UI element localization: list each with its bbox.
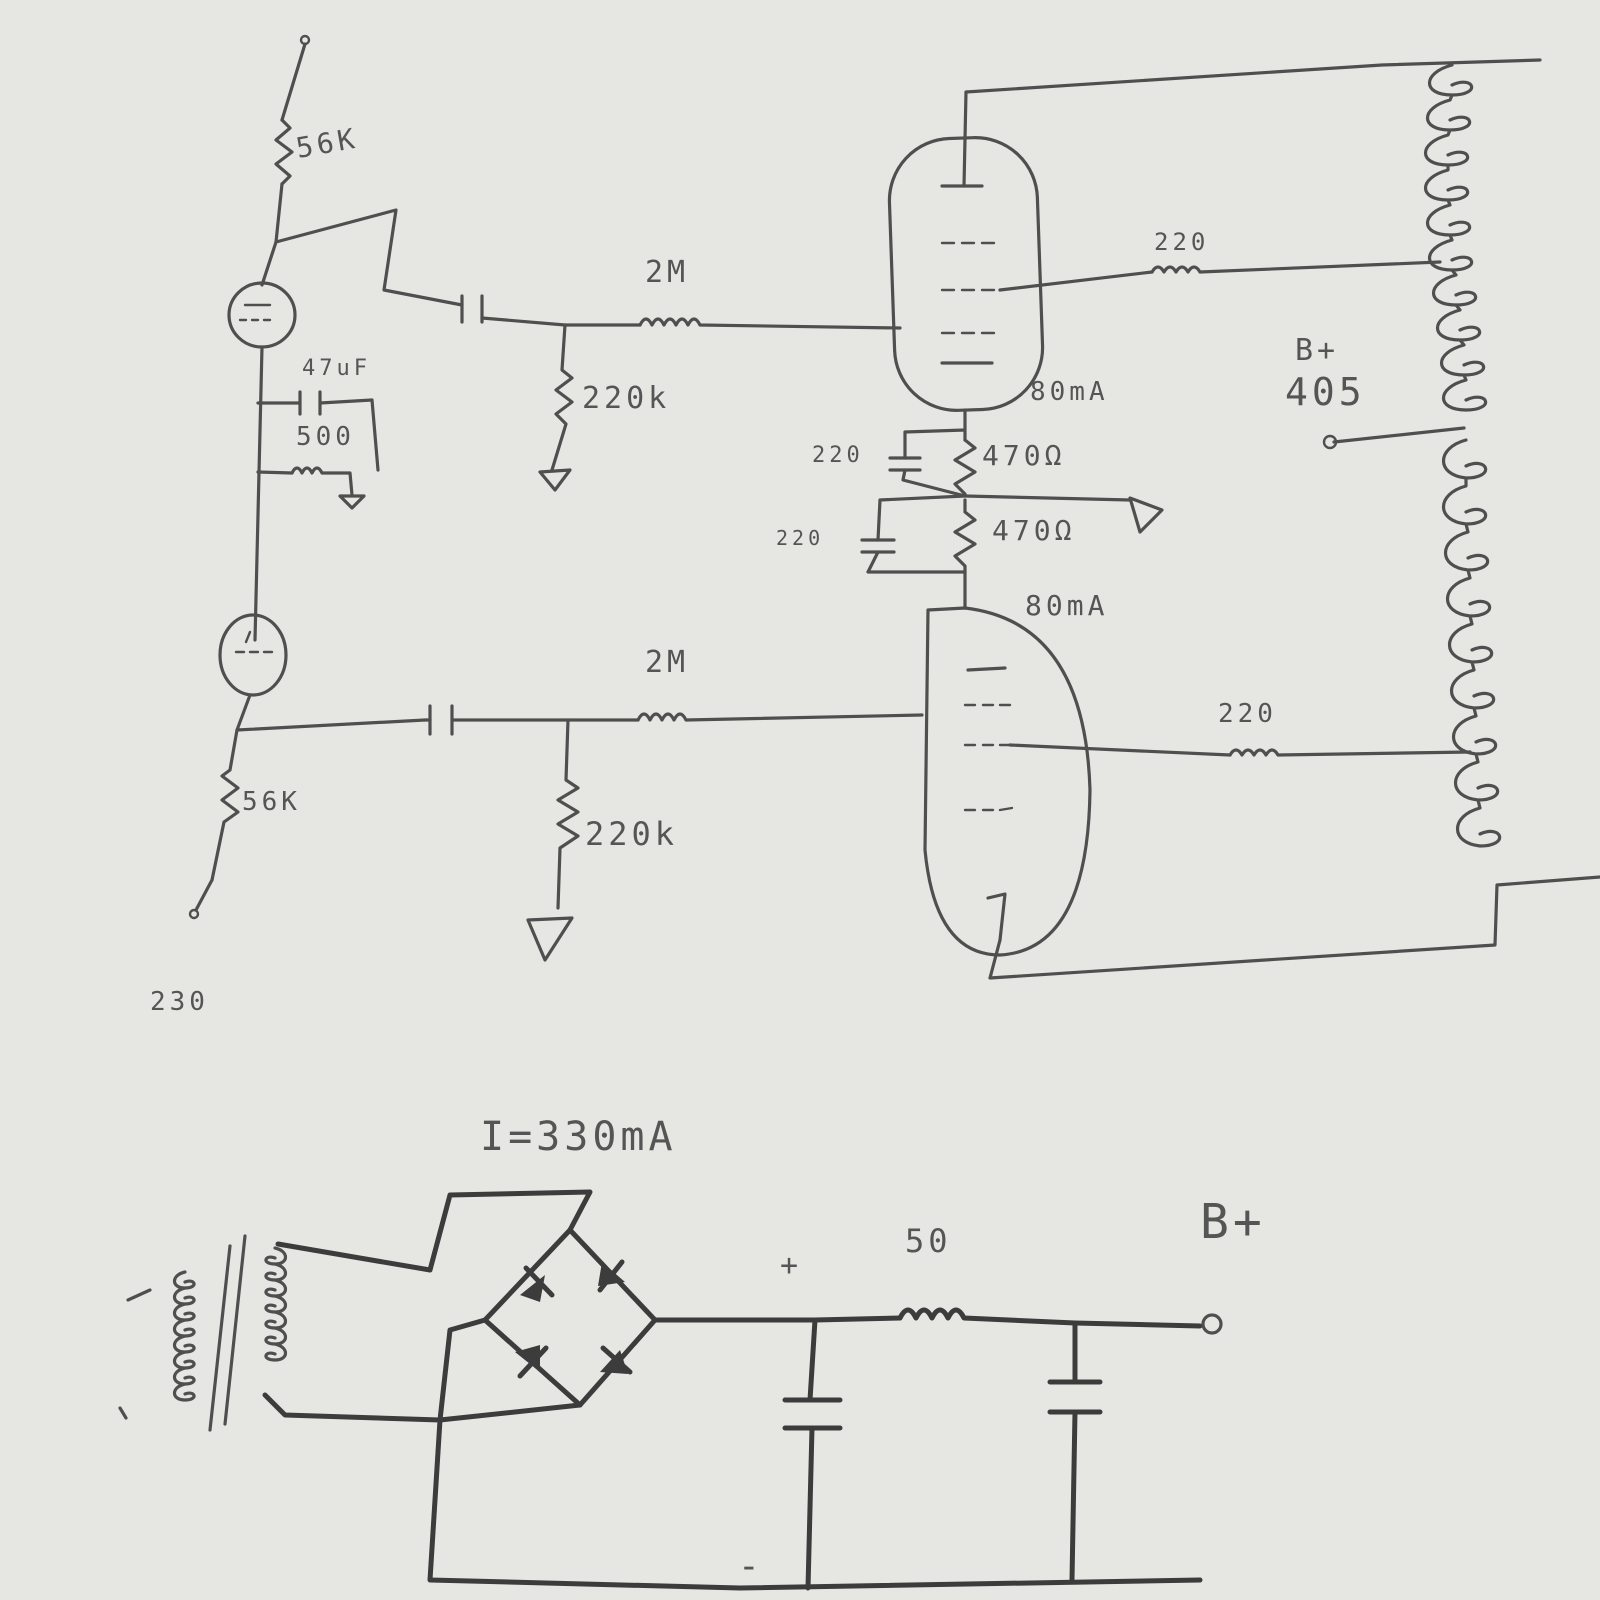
wire-cathode-bypass-b: [866, 494, 967, 574]
resistor-screen-220-top: [1150, 260, 1442, 274]
label-cap-47: 47uF: [302, 356, 371, 381]
capacitor-47uf: [298, 390, 322, 416]
label-r-470-a: 470Ω: [982, 439, 1065, 472]
label-r-220k-bottom: 220k: [585, 815, 678, 853]
capacitor-220-b: [860, 538, 896, 554]
wire-lower-tube-out: [235, 693, 427, 732]
wire-cathode-to-grid: [253, 345, 264, 642]
label-r-470-b: 470Ω: [992, 514, 1075, 547]
label-volt-405: 405: [1285, 370, 1366, 414]
wire-cathode-bypass: [256, 398, 380, 472]
output-tube-upper: [887, 136, 1045, 412]
wire-plate-to-transformer: [962, 58, 1542, 188]
label-r-220k-top: 220k: [582, 381, 670, 416]
input-terminal-top: [280, 34, 311, 122]
bridge-rectifier: [437, 1227, 658, 1423]
ground-symbol-cathode-stack: [1128, 496, 1164, 534]
wire-screen-bottom: [1008, 743, 1232, 757]
resistor-470-b: [953, 498, 977, 610]
filter-capacitor-2: [1047, 1320, 1103, 1583]
resistor-220k-top: [550, 323, 574, 472]
power-transformer: [118, 1234, 288, 1432]
ground-symbol-grid-bottom: [526, 916, 574, 962]
wire-plate-lower: [988, 875, 1600, 980]
label-choke-50: 50: [905, 1222, 952, 1260]
wire-cathode-stack: [901, 408, 1132, 502]
label-r-2m-top: 2M: [645, 255, 689, 290]
resistor-56k-top: [274, 118, 294, 186]
label-supply-current: I=330mA: [480, 1114, 677, 1160]
wire-plate-upper-tube: [274, 208, 464, 307]
label-r-bottom: 56K: [242, 787, 301, 817]
wire-cathode-resistor: [256, 470, 294, 475]
label-volt-230: 230: [150, 987, 209, 1017]
wire-grid-top: [480, 316, 642, 327]
label-minus: -: [738, 1546, 764, 1587]
label-cap-plus: +: [780, 1248, 802, 1283]
ground-symbol-grid-top: [538, 468, 572, 492]
resistor-56k-bottom: [210, 728, 240, 882]
filter-capacitor-1: [782, 1317, 843, 1591]
resistor-470-a: [953, 438, 977, 496]
wire-rectifier-out: [652, 1315, 903, 1323]
wire-transformer-bottom: [262, 1392, 1203, 1591]
ground-symbol-cathode: [338, 494, 366, 510]
output-tube-lower: [923, 606, 1092, 957]
coupling-capacitor-top: [460, 294, 484, 324]
label-cap-220-a: 220: [812, 443, 864, 468]
wire-driver-top: [260, 182, 284, 287]
coupling-capacitor-bottom: [428, 704, 454, 736]
wire-screen-top: [998, 270, 1154, 292]
output-transformer-primary: [1423, 63, 1502, 848]
resistor-500: [290, 466, 354, 497]
choke-50: [897, 1307, 1203, 1329]
driver-tube-lower: [218, 613, 288, 697]
driver-tube-upper: [227, 281, 297, 349]
bplus-supply-terminal: [1201, 1313, 1223, 1335]
label-r-screen-bottom: 220: [1218, 699, 1277, 729]
label-r-2m-bottom: 2M: [645, 645, 689, 680]
wire-transformer-top: [275, 1189, 593, 1273]
label-r-top: 56K: [293, 122, 360, 165]
resistor-2m-top: [638, 317, 902, 330]
resistor-220k-bottom: [556, 718, 580, 910]
resistor-2m-bottom: [636, 712, 924, 722]
label-bplus-supply: B+: [1200, 1194, 1266, 1250]
resistor-screen-220-bottom: [1228, 748, 1472, 757]
label-cap-220-b: 220: [776, 526, 824, 550]
label-r-screen-top: 220: [1154, 228, 1209, 256]
bplus-center-tap: [1322, 426, 1466, 450]
label-current-mid: 80mA: [1025, 589, 1108, 622]
label-r-500: 500: [296, 422, 355, 452]
input-terminal-bottom: [188, 878, 214, 920]
capacitor-220-a: [888, 456, 922, 472]
label-bplus-top: B+: [1295, 333, 1339, 368]
label-current-top: 80mA: [1030, 377, 1109, 407]
